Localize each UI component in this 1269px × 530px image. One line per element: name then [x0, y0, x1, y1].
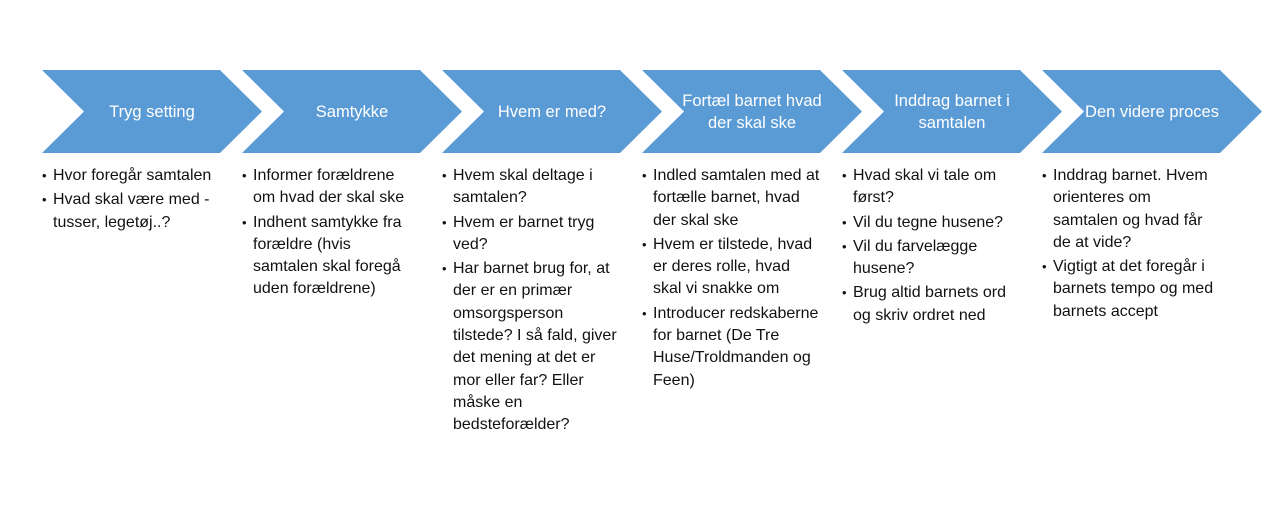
step-title: Fortæl barnet hvad der skal ske	[682, 91, 822, 132]
step-details: Indled samtalen med at fortælle barnet, …	[642, 165, 820, 394]
bullet-list: Informer forældrene om hvad der skal ske…	[242, 165, 420, 301]
bullet-list: Hvor foregår samtalenHvad skal være med …	[42, 165, 220, 234]
bullet-item: Vil du tegne husene?	[842, 212, 1020, 235]
bullet-item: Hvad skal være med - tusser, legetøj..?	[42, 189, 220, 234]
bullet-item: Har barnet brug for, at der er en primær…	[442, 258, 620, 436]
step-title: Samtykke	[315, 102, 389, 121]
bullet-item: Hvem skal deltage i samtalen?	[442, 165, 620, 210]
chevron-step-6	[1042, 70, 1262, 153]
bullet-item: Vigtigt at det foregår i barnets tempo o…	[1042, 256, 1220, 323]
chevron-step-2	[242, 70, 462, 153]
bullet-item: Hvem er tilstede, hvad er deres rolle, h…	[642, 234, 820, 301]
bullet-list: Hvem skal deltage i samtalen?Hvem er bar…	[442, 165, 620, 437]
bullet-item: Indled samtalen med at fortælle barnet, …	[642, 165, 820, 232]
bullet-item: Brug altid barnets ord og skriv ordret n…	[842, 282, 1020, 327]
step-details: Hvem skal deltage i samtalen?Hvem er bar…	[442, 165, 620, 439]
bullet-item: Indhent samtykke fra forældre (hvis samt…	[242, 212, 420, 301]
bullet-list: Inddrag barnet. Hvem orienteres om samta…	[1042, 165, 1220, 323]
bullet-item: Hvem er barnet tryg ved?	[442, 212, 620, 257]
step-details: Inddrag barnet. Hvem orienteres om samta…	[1042, 165, 1220, 325]
bullet-list: Hvad skal vi tale om først?Vil du tegne …	[842, 165, 1020, 327]
bullet-item: Informer forældrene om hvad der skal ske	[242, 165, 420, 210]
step-title: Tryg setting	[109, 102, 195, 121]
chevron-step-3	[442, 70, 662, 153]
bullet-list: Indled samtalen med at fortælle barnet, …	[642, 165, 820, 392]
step-details: Hvad skal vi tale om først?Vil du tegne …	[842, 165, 1020, 329]
step-title: Den videre proces	[1085, 102, 1219, 121]
bullet-item: Introducer redskaberne for barnet (De Tr…	[642, 303, 820, 392]
bullet-item: Hvad skal vi tale om først?	[842, 165, 1020, 210]
step-title: Hvem er med?	[497, 102, 607, 121]
chevron-step-1	[42, 70, 262, 153]
bullet-item: Hvor foregår samtalen	[42, 165, 220, 188]
step-details: Informer forældrene om hvad der skal ske…	[242, 165, 420, 303]
chevron-step-5	[842, 70, 1062, 153]
step-title: Inddrag barnet i samtalen	[894, 91, 1010, 132]
step-details: Hvor foregår samtalenHvad skal være med …	[42, 165, 220, 236]
chevron-step-4	[642, 70, 862, 153]
bullet-item: Inddrag barnet. Hvem orienteres om samta…	[1042, 165, 1220, 254]
bullet-item: Vil du farvelægge husene?	[842, 236, 1020, 281]
